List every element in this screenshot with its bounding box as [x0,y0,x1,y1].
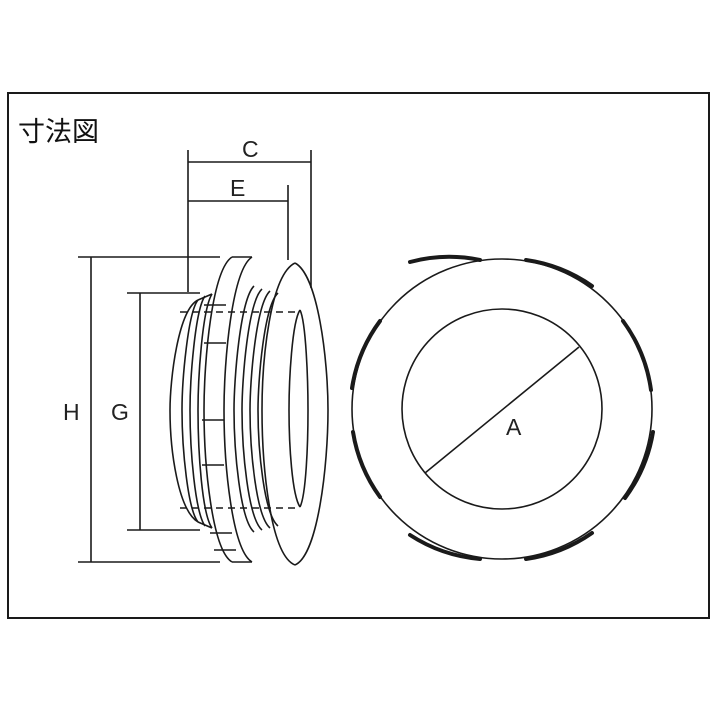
label-a: A [506,414,522,440]
label-c: C [242,136,259,162]
side-view-fitting [169,256,329,566]
front-view-fitting [350,254,655,561]
label-e: E [230,175,245,201]
dimension-g [127,292,200,531]
label-g: G [111,399,129,425]
drawing-title: 寸法図 [18,117,99,148]
dimension-h [78,256,220,563]
label-h: H [63,399,80,425]
drawing-frame [7,92,710,619]
bore-hidden-lines [180,311,300,509]
dimension-e [188,185,289,260]
dimension-c [187,150,312,292]
